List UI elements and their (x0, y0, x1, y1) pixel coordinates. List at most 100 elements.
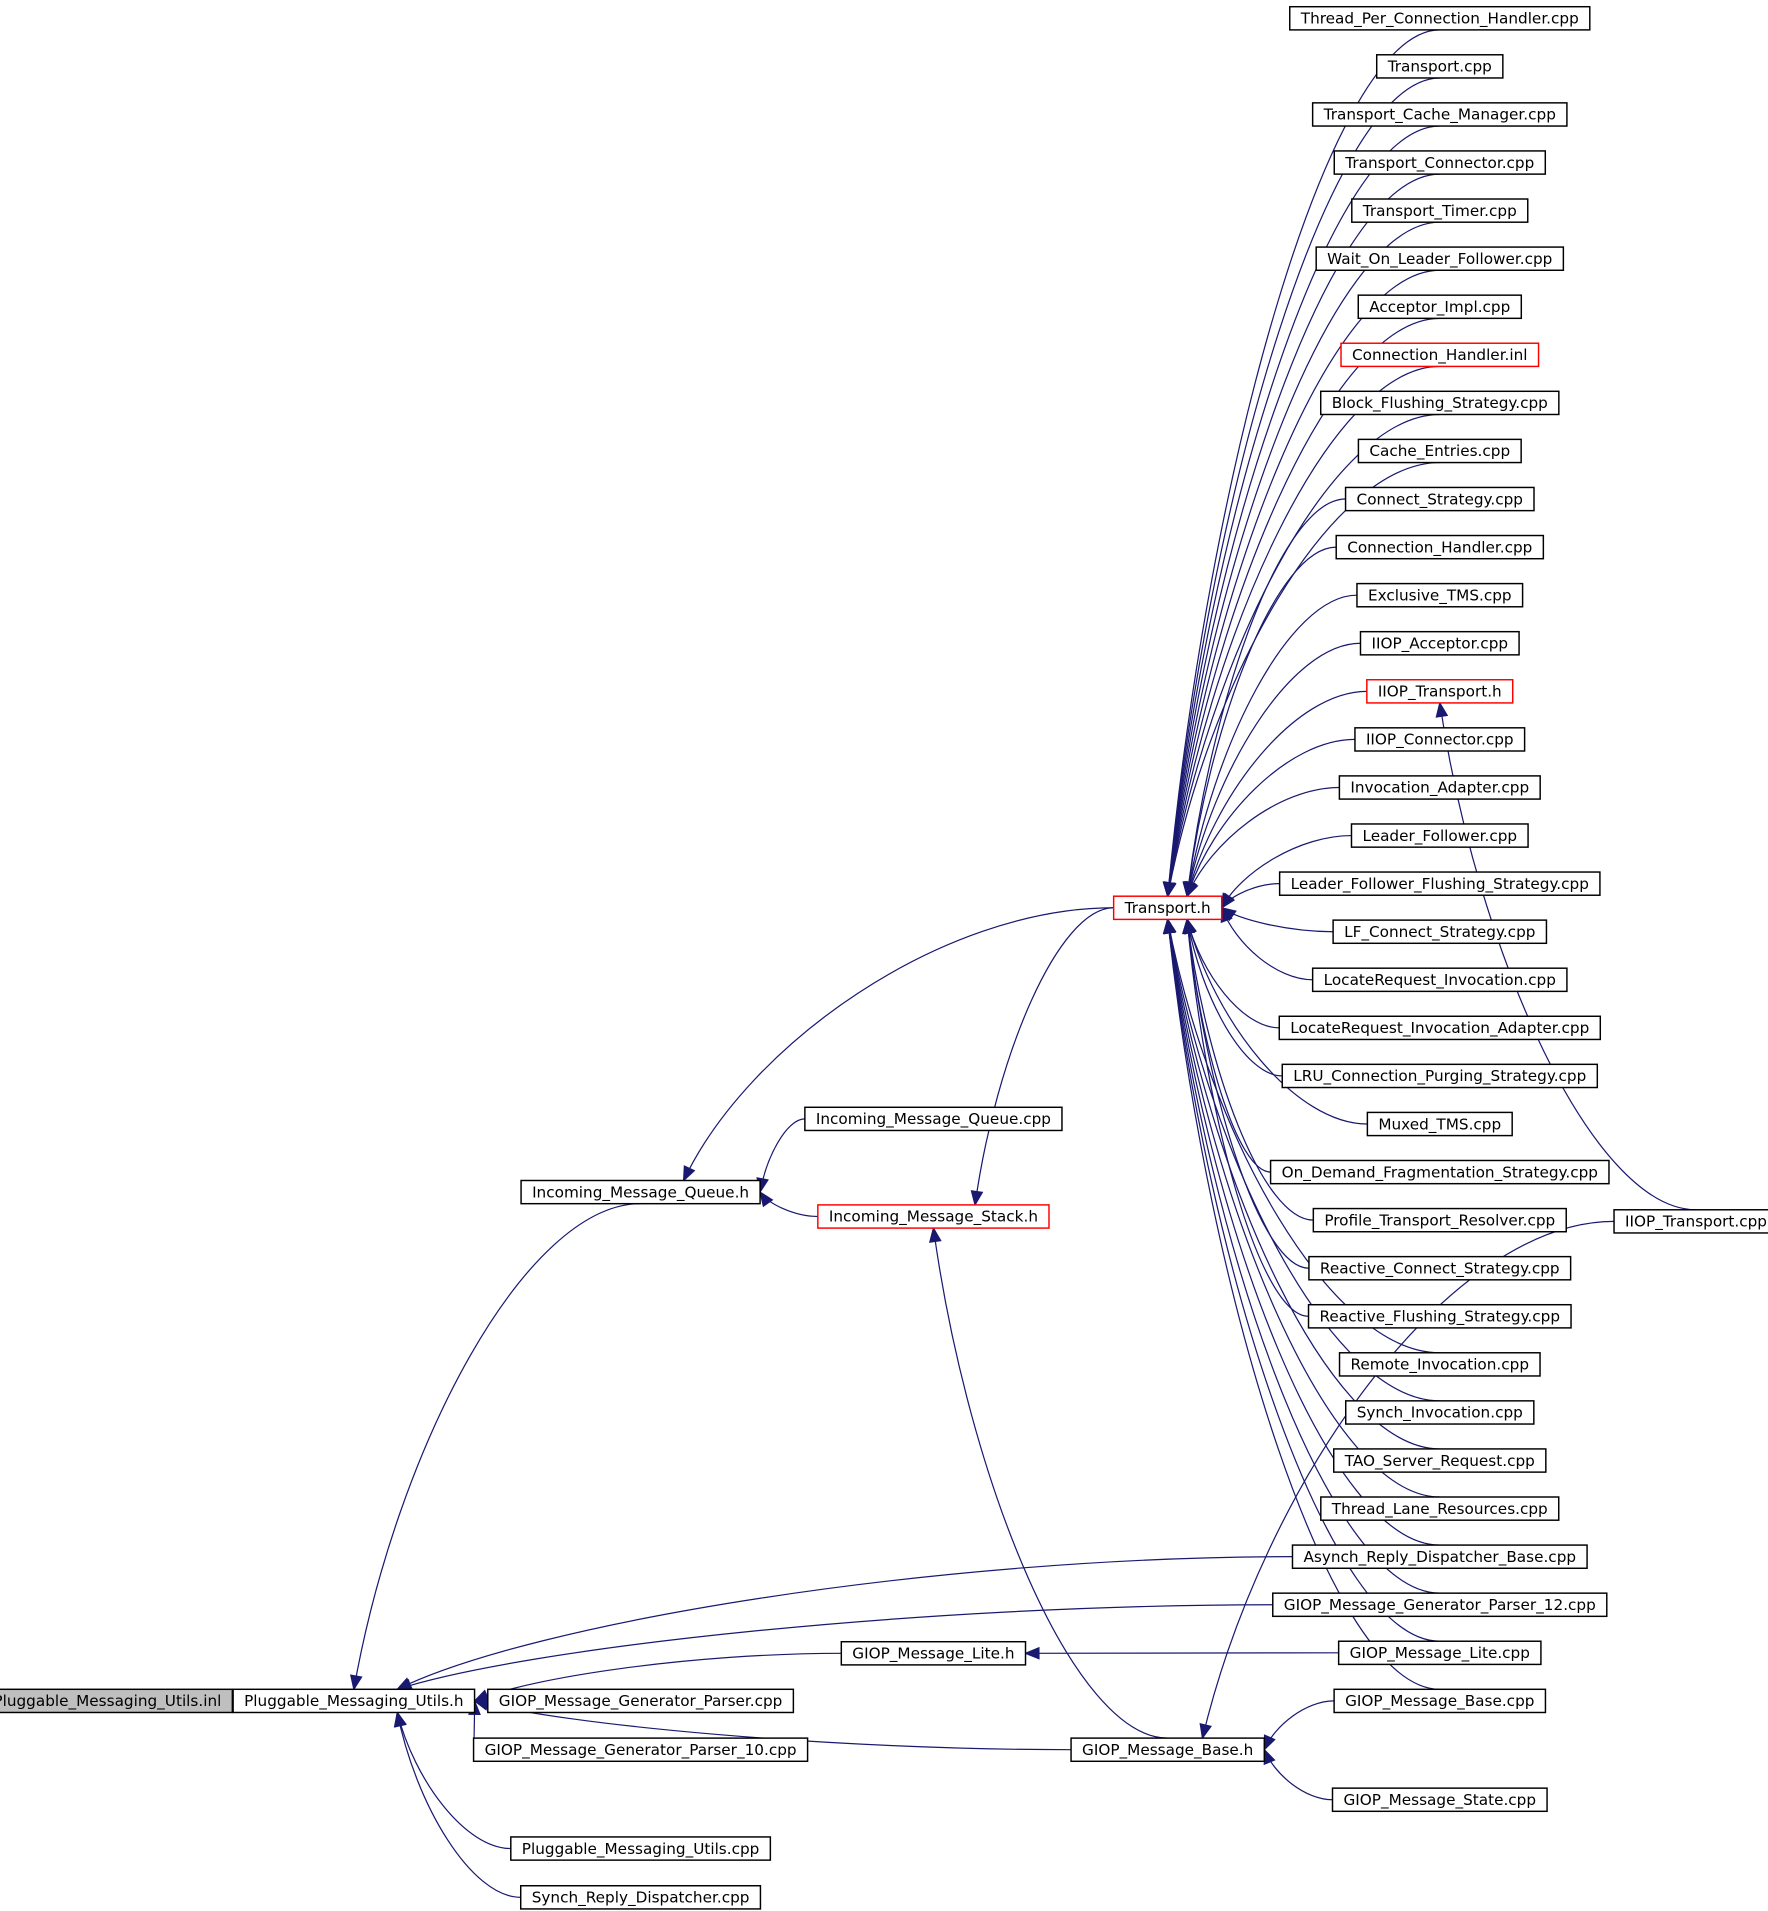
node-etms_cpp[interactable]: Exclusive_TMS.cpp (1356, 582, 1524, 608)
node-ia_cpp[interactable]: Invocation_Adapter.cpp (1338, 775, 1541, 800)
node-acc_impl_cpp[interactable]: Acceptor_Impl.cpp (1357, 294, 1523, 320)
node-mtms_cpp[interactable]: Muxed_TMS.cpp (1366, 1111, 1513, 1137)
edge-ce_cpp-to-transport_h (1163, 461, 1440, 898)
node-srd_cpp[interactable]: Synch_Reply_Dispatcher.cpp (519, 1885, 762, 1910)
node-gms_cpp[interactable]: GIOP_Message_State.cpp (1331, 1787, 1548, 1813)
node-box (1272, 1592, 1608, 1618)
node-box (840, 1640, 1027, 1666)
node-label: Transport_Cache_Manager.cpp (1323, 106, 1556, 125)
node-label: Transport_Connector.cpp (1344, 154, 1534, 173)
node-iioptr_h[interactable]: IIOP_Transport.h (1366, 679, 1514, 704)
node-label: Asynch_Reply_Dispatcher_Base.cpp (1303, 1548, 1576, 1567)
node-box (1311, 967, 1568, 993)
node-lf_cpp[interactable]: Leader_Follower.cpp (1350, 823, 1529, 848)
node-rfs_cpp[interactable]: Reactive_Flushing_Strategy.cpp (1307, 1303, 1572, 1329)
node-box (1351, 198, 1529, 223)
node-wolf_cpp[interactable]: Wait_On_Leader_Follower.cpp (1315, 246, 1565, 271)
node-pmu_inl[interactable]: Pluggable_Messaging_Utils.inl (0, 1688, 234, 1714)
node-tlr_cpp[interactable]: Thread_Lane_Resources.cpp (1320, 1496, 1560, 1521)
node-label: Profile_Transport_Resolver.cpp (1324, 1211, 1555, 1230)
node-gmb_cpp[interactable]: GIOP_Message_Base.cpp (1333, 1688, 1547, 1714)
node-ce_cpp[interactable]: Cache_Entries.cpp (1357, 438, 1522, 464)
node-box (1359, 630, 1520, 656)
node-label: Synch_Reply_Dispatcher.cpp (532, 1889, 750, 1908)
node-box (1340, 342, 1540, 368)
node-ch_inl[interactable]: Connection_Handler.inl (1340, 342, 1540, 368)
node-gml_h[interactable]: GIOP_Message_Lite.h (840, 1640, 1027, 1666)
node-imq_cpp[interactable]: Incoming_Message_Queue.cpp (804, 1106, 1063, 1132)
node-ri_cpp[interactable]: Remote_Invocation.cpp (1338, 1352, 1541, 1377)
node-lrucps_cpp[interactable]: LRU_Connection_Purging_Strategy.cpp (1281, 1063, 1599, 1089)
node-tcm_cpp[interactable]: Transport_Cache_Manager.cpp (1311, 102, 1568, 127)
node-box (1112, 895, 1223, 921)
edge-gmb_cpp-to-transport_h (1162, 917, 1440, 1690)
node-odfs_cpp[interactable]: On_Demand_Fragmentation_Strategy.cpp (1269, 1159, 1610, 1185)
node-pmu_h[interactable]: Pluggable_Messaging_Utils.h (232, 1688, 476, 1714)
node-si_cpp[interactable]: Synch_Invocation.cpp (1345, 1400, 1535, 1425)
node-gml_cpp[interactable]: GIOP_Message_Lite.cpp (1337, 1640, 1542, 1666)
node-cs_cpp[interactable]: Connect_Strategy.cpp (1344, 486, 1535, 512)
node-tpch_cpp[interactable]: Thread_Per_Connection_Handler.cpp (1289, 5, 1591, 31)
edge-iioptr_cpp-to-iioptr_h (1435, 701, 1697, 1211)
node-label: LocateRequest_Invocation.cpp (1324, 971, 1556, 990)
node-label: Reactive_Flushing_Strategy.cpp (1320, 1308, 1561, 1327)
node-label: Incoming_Message_Queue.cpp (816, 1110, 1051, 1129)
node-label: Connection_Handler.cpp (1347, 538, 1532, 557)
node-box (1269, 1159, 1610, 1185)
node-transport_h[interactable]: Transport.h (1112, 895, 1223, 921)
node-label: Synch_Invocation.cpp (1357, 1404, 1523, 1423)
node-label: TAO_Server_Request.cpp (1344, 1452, 1535, 1471)
node-lria_cpp[interactable]: LocateRequest_Invocation_Adapter.cpp (1278, 1015, 1602, 1041)
node-box (1357, 438, 1522, 464)
node-lffs_cpp[interactable]: Leader_Follower_Flushing_Strategy.cpp (1278, 871, 1601, 896)
node-label: IIOP_Transport.h (1378, 683, 1502, 702)
node-label: GIOP_Message_Lite.cpp (1350, 1644, 1530, 1663)
node-tsr_cpp[interactable]: TAO_Server_Request.cpp (1332, 1448, 1547, 1473)
node-box (519, 1885, 762, 1910)
node-transport_cpp[interactable]: Transport.cpp (1375, 54, 1504, 79)
node-bfs_cpp[interactable]: Block_Flushing_Strategy.cpp (1319, 390, 1560, 416)
node-ptr_cpp[interactable]: Profile_Transport_Resolver.cpp (1312, 1207, 1567, 1233)
node-box (1332, 1448, 1547, 1473)
node-label: Remote_Invocation.cpp (1351, 1356, 1530, 1375)
node-gmgp_cpp[interactable]: GIOP_Message_Generator_Parser.cpp (487, 1688, 795, 1714)
node-iioptr_cpp[interactable]: IIOP_Transport.cpp (1613, 1209, 1768, 1234)
node-rcs_cpp[interactable]: Reactive_Connect_Strategy.cpp (1308, 1255, 1572, 1281)
node-box (1613, 1209, 1768, 1234)
node-gmgp10_cpp[interactable]: GIOP_Message_Generator_Parser_10.cpp (472, 1737, 809, 1763)
node-lri_cpp[interactable]: LocateRequest_Invocation.cpp (1311, 967, 1568, 993)
node-box (1308, 1255, 1572, 1281)
node-label: LocateRequest_Invocation_Adapter.cpp (1290, 1019, 1589, 1038)
node-pmu_cpp[interactable]: Pluggable_Messaging_Utils.cpp (510, 1836, 772, 1861)
node-iiopconn_cpp[interactable]: IIOP_Connector.cpp (1354, 727, 1526, 752)
edge-rfs_cpp-to-transport_h (1182, 917, 1309, 1317)
node-box (1291, 1544, 1588, 1569)
node-ims_h[interactable]: Incoming_Message_Stack.h (817, 1204, 1050, 1229)
node-tconn_cpp[interactable]: Transport_Connector.cpp (1333, 150, 1547, 175)
edge-lffs_cpp-to-transport_h (1220, 883, 1280, 910)
edge-gms_cpp-to-gmb_h (1263, 1748, 1333, 1801)
node-iiopacc_cpp[interactable]: IIOP_Acceptor.cpp (1359, 630, 1520, 656)
node-gmb_h[interactable]: GIOP_Message_Base.h (1070, 1737, 1266, 1763)
node-box (1366, 1111, 1513, 1137)
node-label: Thread_Lane_Resources.cpp (1331, 1500, 1548, 1519)
node-lfcs_cpp[interactable]: LF_Connect_Strategy.cpp (1332, 919, 1548, 945)
node-label: Reactive_Connect_Strategy.cpp (1320, 1259, 1560, 1278)
edge-gmgp12_cpp-to-pmu_h (395, 1604, 1273, 1692)
node-ttimer_cpp[interactable]: Transport_Timer.cpp (1351, 198, 1529, 223)
edge-gmb_h-to-ims_h (928, 1226, 1168, 1739)
edge-transport_h-to-imq_h (682, 907, 1114, 1182)
node-ardb_cpp[interactable]: Asynch_Reply_Dispatcher_Base.cpp (1291, 1544, 1588, 1569)
node-label: Thread_Per_Connection_Handler.cpp (1300, 10, 1579, 29)
node-label: Incoming_Message_Stack.h (829, 1208, 1038, 1227)
node-imq_h[interactable]: Incoming_Message_Queue.h (520, 1179, 761, 1205)
node-box (1366, 679, 1514, 704)
node-ch_cpp[interactable]: Connection_Handler.cpp (1335, 534, 1545, 560)
node-label: Pluggable_Messaging_Utils.inl (0, 1692, 221, 1711)
node-box (1278, 1015, 1602, 1041)
node-box (1337, 1640, 1542, 1666)
node-box (1344, 486, 1535, 512)
node-box (1335, 534, 1545, 560)
node-gmgp12_cpp[interactable]: GIOP_Message_Generator_Parser_12.cpp (1272, 1592, 1608, 1618)
